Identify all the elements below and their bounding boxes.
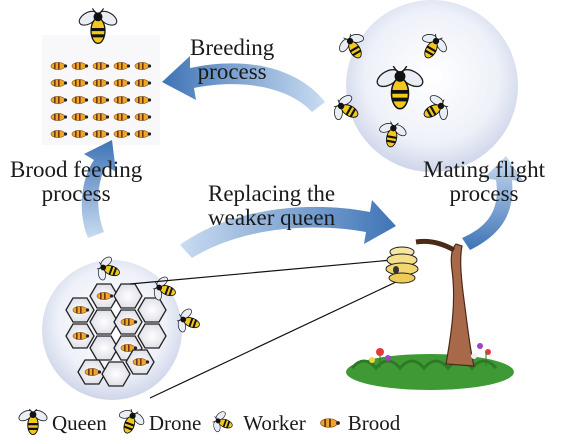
comb-cell xyxy=(101,361,131,387)
brood-feeding-arrow xyxy=(81,140,116,238)
brood-feeding-process-label: Brood feeding process xyxy=(10,157,143,207)
hive-icon xyxy=(385,246,419,284)
mating-flight-arrow xyxy=(462,156,524,250)
legend: Queen Drone Worker Brood xyxy=(18,406,408,440)
queen-bee-icon xyxy=(18,409,48,436)
legend-item-brood: Brood xyxy=(314,409,401,437)
tree-scene xyxy=(346,238,514,390)
worker-bee-icon xyxy=(209,409,237,437)
mating-flight-process-label: Mating flight process xyxy=(423,157,546,207)
flowers xyxy=(369,343,491,368)
replacing-arrow xyxy=(180,200,396,258)
legend-item-worker: Worker xyxy=(209,409,306,437)
tree-branch xyxy=(415,238,456,253)
legend-label-queen: Queen xyxy=(52,410,107,435)
breeding-label-line2: process xyxy=(197,59,267,85)
brood-feeding-label-line1: Brood feeding xyxy=(10,157,143,182)
replacing-weaker-queen-label: Replacing the weaker queen xyxy=(208,181,336,231)
mating-label-line2: process xyxy=(449,181,519,207)
legend-label-drone: Drone xyxy=(148,410,202,435)
mating-label-line1: Mating flight xyxy=(423,157,546,182)
brood-icon xyxy=(319,418,341,428)
legend-label-brood: Brood xyxy=(347,410,401,435)
tree-trunk xyxy=(445,243,475,367)
legend-item-drone: Drone xyxy=(114,409,202,437)
zoom-line-top xyxy=(129,259,393,285)
comb-cell xyxy=(137,323,167,349)
replacing-label-line1: Replacing the xyxy=(208,181,336,206)
brood-group xyxy=(42,7,160,145)
comb-cell xyxy=(137,297,167,323)
brood-feeding-label-line2: process xyxy=(41,181,111,207)
mating-circle xyxy=(346,0,518,172)
legend-item-queen: Queen xyxy=(18,409,107,437)
legend-label-worker: Worker xyxy=(243,410,306,435)
replacing-label-line2: weaker queen xyxy=(208,205,336,231)
comb-cell xyxy=(113,283,143,309)
breeding-arrow xyxy=(162,56,325,112)
breeding-process-label: Breeding process xyxy=(190,35,275,85)
zoom-line-bottom xyxy=(149,281,397,399)
drone-bee-icon xyxy=(114,409,145,437)
breeding-label-line1: Breeding xyxy=(190,35,275,60)
